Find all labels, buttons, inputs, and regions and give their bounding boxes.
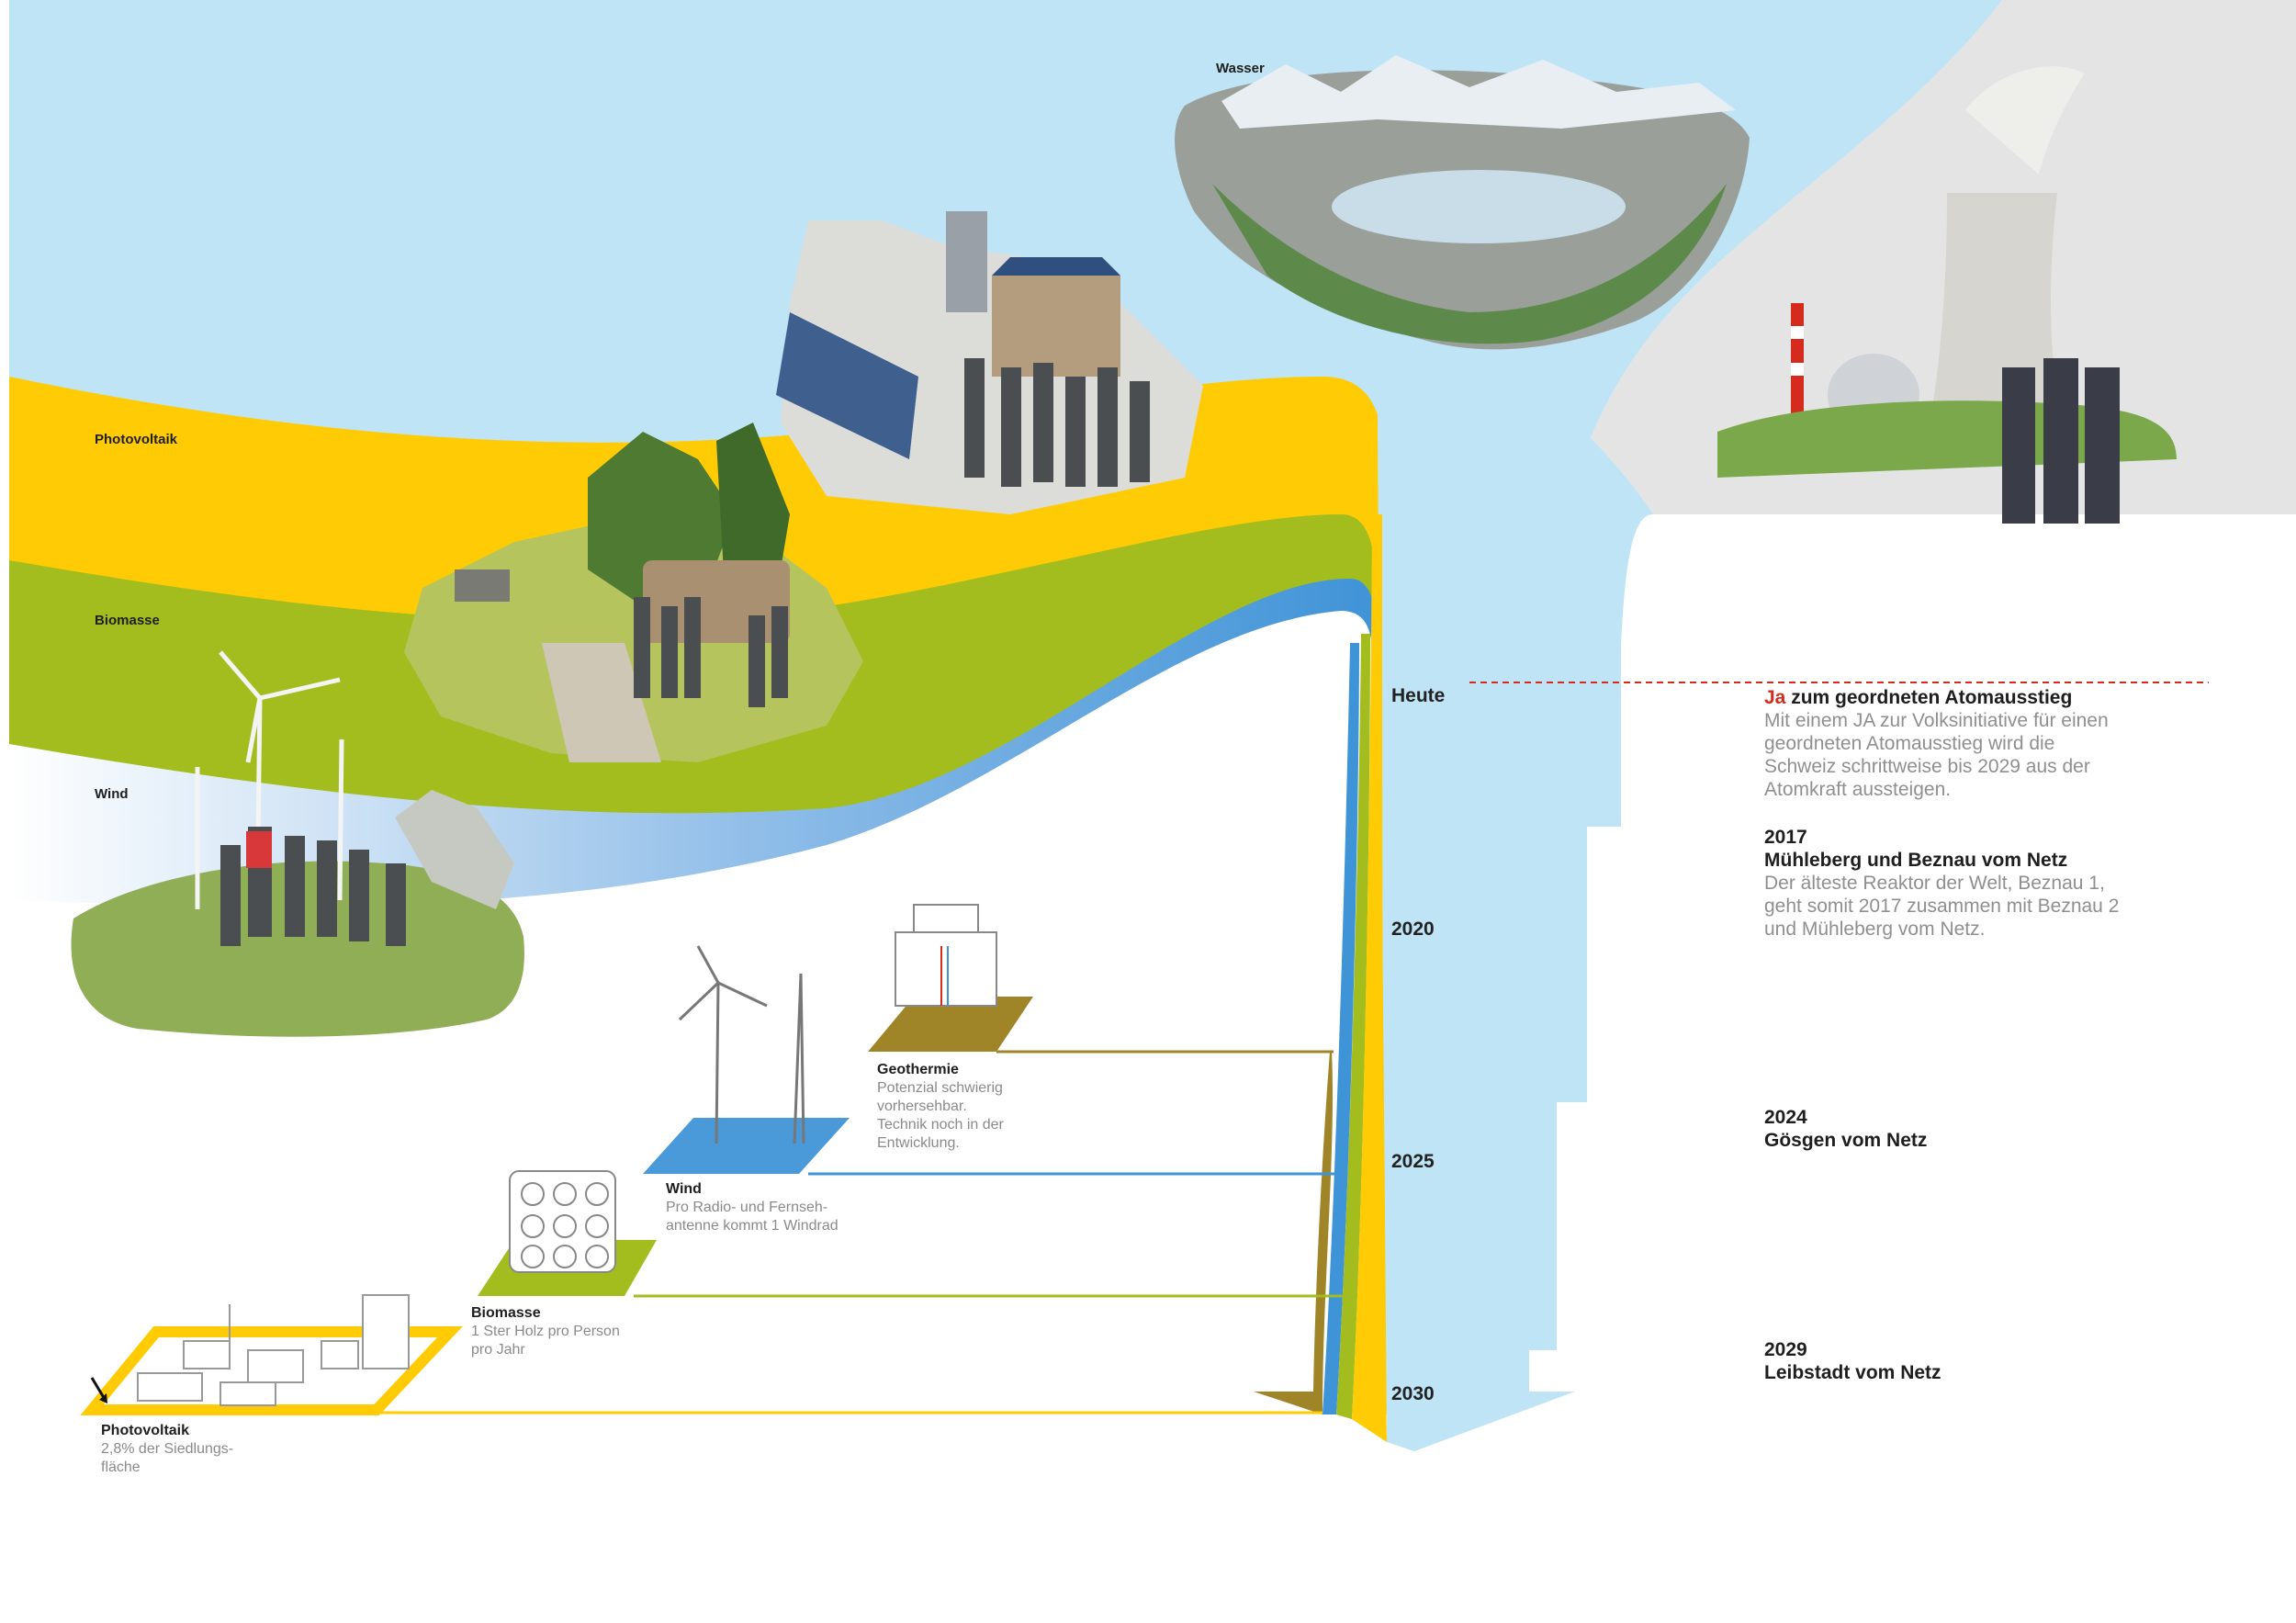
event-2017: 2017 Mühleberg und Beznau vom Netz Der ä… xyxy=(1764,826,2150,941)
atom-white-notch xyxy=(1529,514,2296,1623)
photovoltaik-platform xyxy=(80,1326,463,1415)
event-2024-title: Gösgen vom Netz xyxy=(1764,1130,1928,1151)
biomasse-woodpile-sketch xyxy=(509,1170,616,1273)
item-geothermie-line: Potenzial schwierig xyxy=(877,1080,1003,1096)
photovoltaik-settlement-sketch xyxy=(137,1294,410,1406)
white-left-strip xyxy=(0,0,9,1623)
item-biomasse: Biomasse 1 Ster Holz pro Person pro Jahr xyxy=(471,1304,620,1359)
biomasse-layer-thin xyxy=(1336,634,1370,1419)
wasser-illustration xyxy=(1175,55,1750,350)
event-2017-year: 2017 xyxy=(1764,827,1807,848)
atom-band-body xyxy=(1526,0,2296,1392)
band-label-wasser: Wasser xyxy=(1216,61,1265,76)
event-2017-line: und Mühleberg vom Netz. xyxy=(1764,919,1986,940)
wind-turbine-sketch xyxy=(678,945,805,1144)
photovoltaik-layer-thin xyxy=(1352,514,1387,1442)
band-label-photovoltaik: Photovoltaik xyxy=(95,432,178,447)
geothermie-building-sketch xyxy=(895,904,997,1007)
event-ja: Ja xyxy=(1764,687,1786,708)
biomasse-illustration xyxy=(404,423,863,762)
event-2017-line: geht somit 2017 zusammen mit Beznau 2 xyxy=(1764,896,2120,917)
event-atomausstieg-title-text: zum geordneten Atomausstieg xyxy=(1785,687,2073,708)
event-2029: 2029 Leibstadt vom Netz xyxy=(1764,1338,2150,1384)
item-geothermie-line: Technik noch in der xyxy=(877,1117,1004,1133)
item-geothermie-line: Entwicklung. xyxy=(877,1135,960,1151)
item-photovoltaik: Photovoltaik 2,8% der Siedlungs- fläche xyxy=(101,1422,233,1477)
event-2017-title: Mühleberg und Beznau vom Netz xyxy=(1764,850,2068,871)
event-atomausstieg-line: geordneten Atomausstieg wird die xyxy=(1764,733,2055,754)
item-biomasse-line: 1 Ster Holz pro Person xyxy=(471,1324,620,1339)
atom-illustration xyxy=(1717,66,2177,524)
event-atomausstieg-line: Mit einem JA zur Volksinitiative für ein… xyxy=(1764,710,2109,731)
item-biomasse-title: Biomasse xyxy=(471,1305,541,1321)
band-label-wind: Wind xyxy=(95,786,129,802)
wasser-stream xyxy=(1378,367,1653,1451)
item-wind: Wind Pro Radio- und Fernseh- antenne kom… xyxy=(666,1180,838,1235)
wind-platform xyxy=(643,1118,850,1174)
event-2024: 2024 Gösgen vom Netz xyxy=(1764,1106,2150,1152)
event-2029-year: 2029 xyxy=(1764,1339,1807,1360)
item-geothermie-title: Geothermie xyxy=(877,1062,959,1077)
event-2029-title: Leibstadt vom Netz xyxy=(1764,1362,1941,1383)
timeline-year-2020: 2020 xyxy=(1391,919,1435,940)
event-2024-year: 2024 xyxy=(1764,1107,1807,1128)
item-photovoltaik-line: fläche xyxy=(101,1460,141,1475)
item-photovoltaik-title: Photovoltaik xyxy=(101,1423,190,1438)
item-geothermie: Geothermie Potenzial schwierig vorherseh… xyxy=(877,1061,1004,1153)
timeline-year-heute: Heute xyxy=(1391,685,1446,706)
item-wind-line: Pro Radio- und Fernseh- xyxy=(666,1200,828,1215)
wind-illustration xyxy=(71,650,524,1037)
timeline-year-2025: 2025 xyxy=(1391,1151,1435,1172)
event-atomausstieg-title: Ja zum geordneten Atomausstieg xyxy=(1764,686,2150,709)
item-geothermie-line: vorhersehbar. xyxy=(877,1099,967,1114)
white-area xyxy=(9,611,1373,1414)
event-atomausstieg-line: Schweiz schrittweise bis 2029 aus der xyxy=(1764,756,2090,777)
band-label-biomasse: Biomasse xyxy=(95,613,160,628)
event-2017-line: Der älteste Reaktor der Welt, Beznau 1, xyxy=(1764,873,2105,894)
timeline-year-2030: 2030 xyxy=(1391,1383,1435,1404)
item-wind-line: antenne kommt 1 Windrad xyxy=(666,1218,838,1234)
pointer-arrowhead-icon xyxy=(99,1393,107,1403)
event-atomausstieg-line: Atomkraft aussteigen. xyxy=(1764,779,1952,800)
white-bottom xyxy=(0,1414,1414,1623)
item-biomasse-line: pro Jahr xyxy=(471,1342,525,1358)
item-wind-title: Wind xyxy=(666,1181,702,1197)
geothermie-platform xyxy=(868,997,1033,1052)
wind-layer-thin xyxy=(1322,643,1359,1414)
item-photovoltaik-line: 2,8% der Siedlungs- xyxy=(101,1441,234,1457)
event-atomausstieg: Ja zum geordneten Atomausstieg Mit einem… xyxy=(1764,686,2150,801)
photovoltaik-illustration xyxy=(776,211,1203,514)
